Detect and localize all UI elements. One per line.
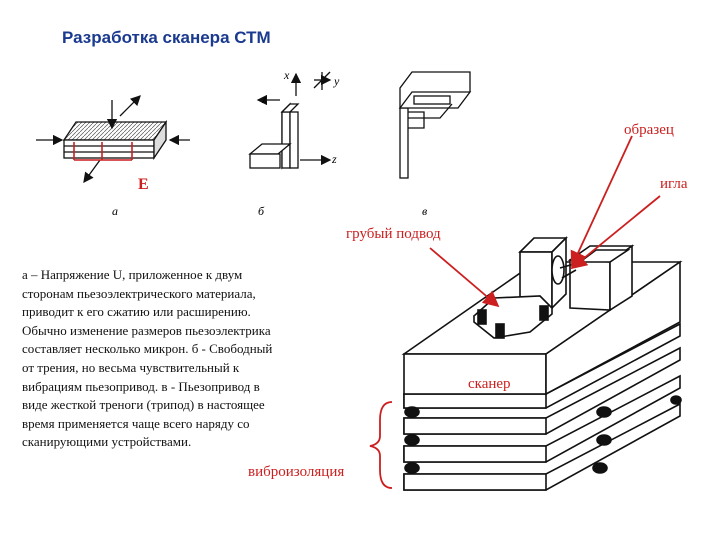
coarse-approach-label: грубый подвод — [346, 226, 441, 242]
vibration-isolation-label: виброизоляция — [248, 464, 345, 480]
layer-3 — [403, 346, 681, 446]
fig-b-label: б — [258, 204, 265, 218]
free-piezo-figure — [248, 71, 332, 170]
annotation-arrows — [369, 135, 661, 489]
description-line: приводит к его сжатию или расширению. — [22, 304, 251, 320]
page-title: Разработка сканера СТМ — [62, 28, 271, 47]
description-line: Обычно изменение размеров пьезоэлектрика — [22, 322, 271, 338]
e-label: E — [138, 176, 149, 193]
description-line: время применяется чаще всего наряду со — [22, 415, 250, 431]
layer-5 — [403, 402, 681, 491]
sample-label: образец — [624, 122, 674, 138]
scanner-label: сканер — [468, 376, 511, 392]
electrode-wires — [73, 142, 133, 161]
description-text: а – Напряжение U, приложенное к двум сто… — [22, 266, 352, 452]
axis-z-label-1: z — [262, 92, 267, 106]
needle-label: игла — [660, 176, 688, 192]
description-line: вибрациям пьезопривод. в - Пьезопривод в — [22, 378, 260, 394]
description-line: а – Напряжение U, приложенное к двум — [22, 267, 243, 282]
description-line: от трения, но весьма чувствительный к — [22, 359, 240, 375]
axis-y-label: y — [334, 74, 340, 88]
layer-4 — [403, 374, 681, 474]
description-line: виде жесткой треноги (трипод) в настояще… — [22, 397, 265, 413]
description-line: составляет несколько микрон. б - Свободн… — [22, 341, 273, 357]
tripod-frame-figure — [398, 71, 472, 179]
fig-a-label: а — [112, 204, 118, 218]
description-line: сторонам пьезоэлектрического материала, — [22, 285, 256, 301]
piezo-plate-figure — [36, 95, 190, 184]
axis-z-label-2: z — [332, 152, 337, 166]
description-line: сканирующими устройствами. — [22, 434, 192, 450]
fig-v-label: в — [422, 204, 428, 218]
axis-x-label: x — [284, 68, 290, 82]
